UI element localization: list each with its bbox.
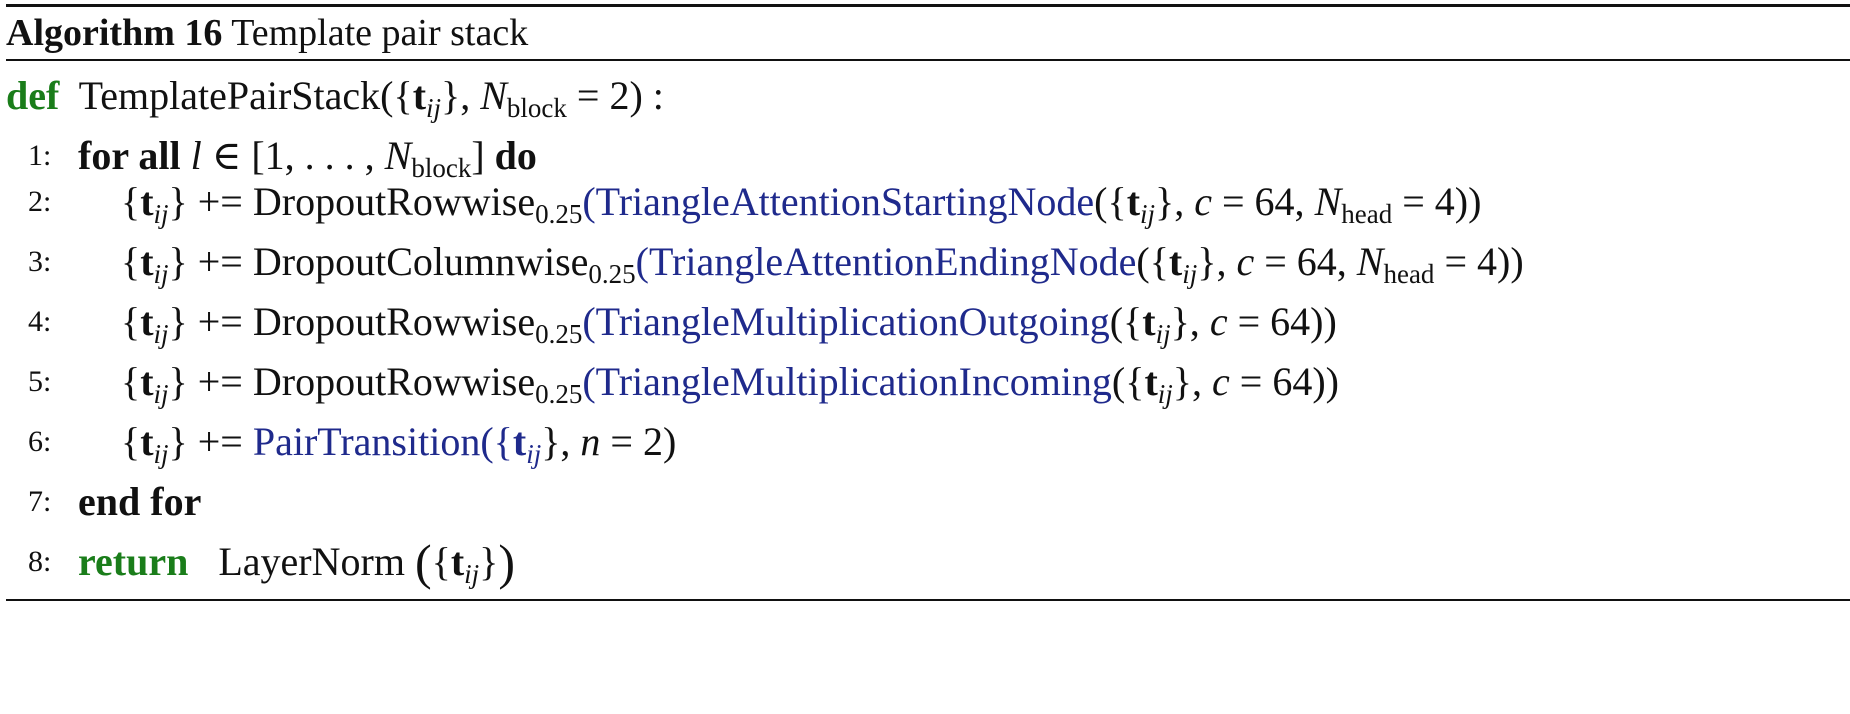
function-name: TemplatePairStack — [78, 73, 381, 118]
layernorm-fn: LayerNorm — [218, 539, 405, 584]
dropout-fn: DropoutRowwise — [252, 359, 536, 404]
dropout-fn: DropoutRowwise — [252, 179, 536, 224]
caption-rule — [6, 59, 1850, 61]
def-keyword: def — [6, 73, 60, 118]
top-rule — [6, 4, 1850, 7]
dropout-fn: DropoutColumnwise — [252, 239, 589, 284]
algorithm-caption: Algorithm 16 Template pair stack — [6, 10, 528, 56]
module-fn: PairTransition — [252, 419, 481, 464]
line-number: 7: — [28, 485, 52, 518]
line-number: 4: — [28, 305, 52, 338]
for-all-keyword: for all — [78, 133, 181, 178]
line-number: 8: — [28, 545, 52, 578]
bottom-rule — [6, 599, 1850, 601]
end-for-keyword: end for — [78, 479, 202, 524]
algorithm-title: Template pair stack — [231, 12, 529, 54]
algorithm-block: Algorithm 16 Template pair stack def Tem… — [6, 4, 1850, 710]
line-number: 5: — [28, 365, 52, 398]
module-fn: TriangleMultiplicationOutgoing — [595, 299, 1110, 344]
do-keyword: do — [494, 133, 537, 178]
dropout-fn: DropoutRowwise — [252, 299, 536, 344]
algorithm-label: Algorithm 16 — [6, 12, 223, 54]
line-number: 3: — [28, 245, 52, 278]
module-fn: TriangleAttentionEndingNode — [649, 239, 1137, 284]
return-keyword: return — [78, 539, 189, 584]
module-fn: TriangleMultiplicationIncoming — [595, 359, 1112, 404]
line-number: 2: — [28, 185, 52, 218]
line-number: 6: — [28, 425, 52, 458]
module-fn: TriangleAttentionStartingNode — [595, 179, 1095, 224]
line-number: 1: — [28, 139, 52, 172]
